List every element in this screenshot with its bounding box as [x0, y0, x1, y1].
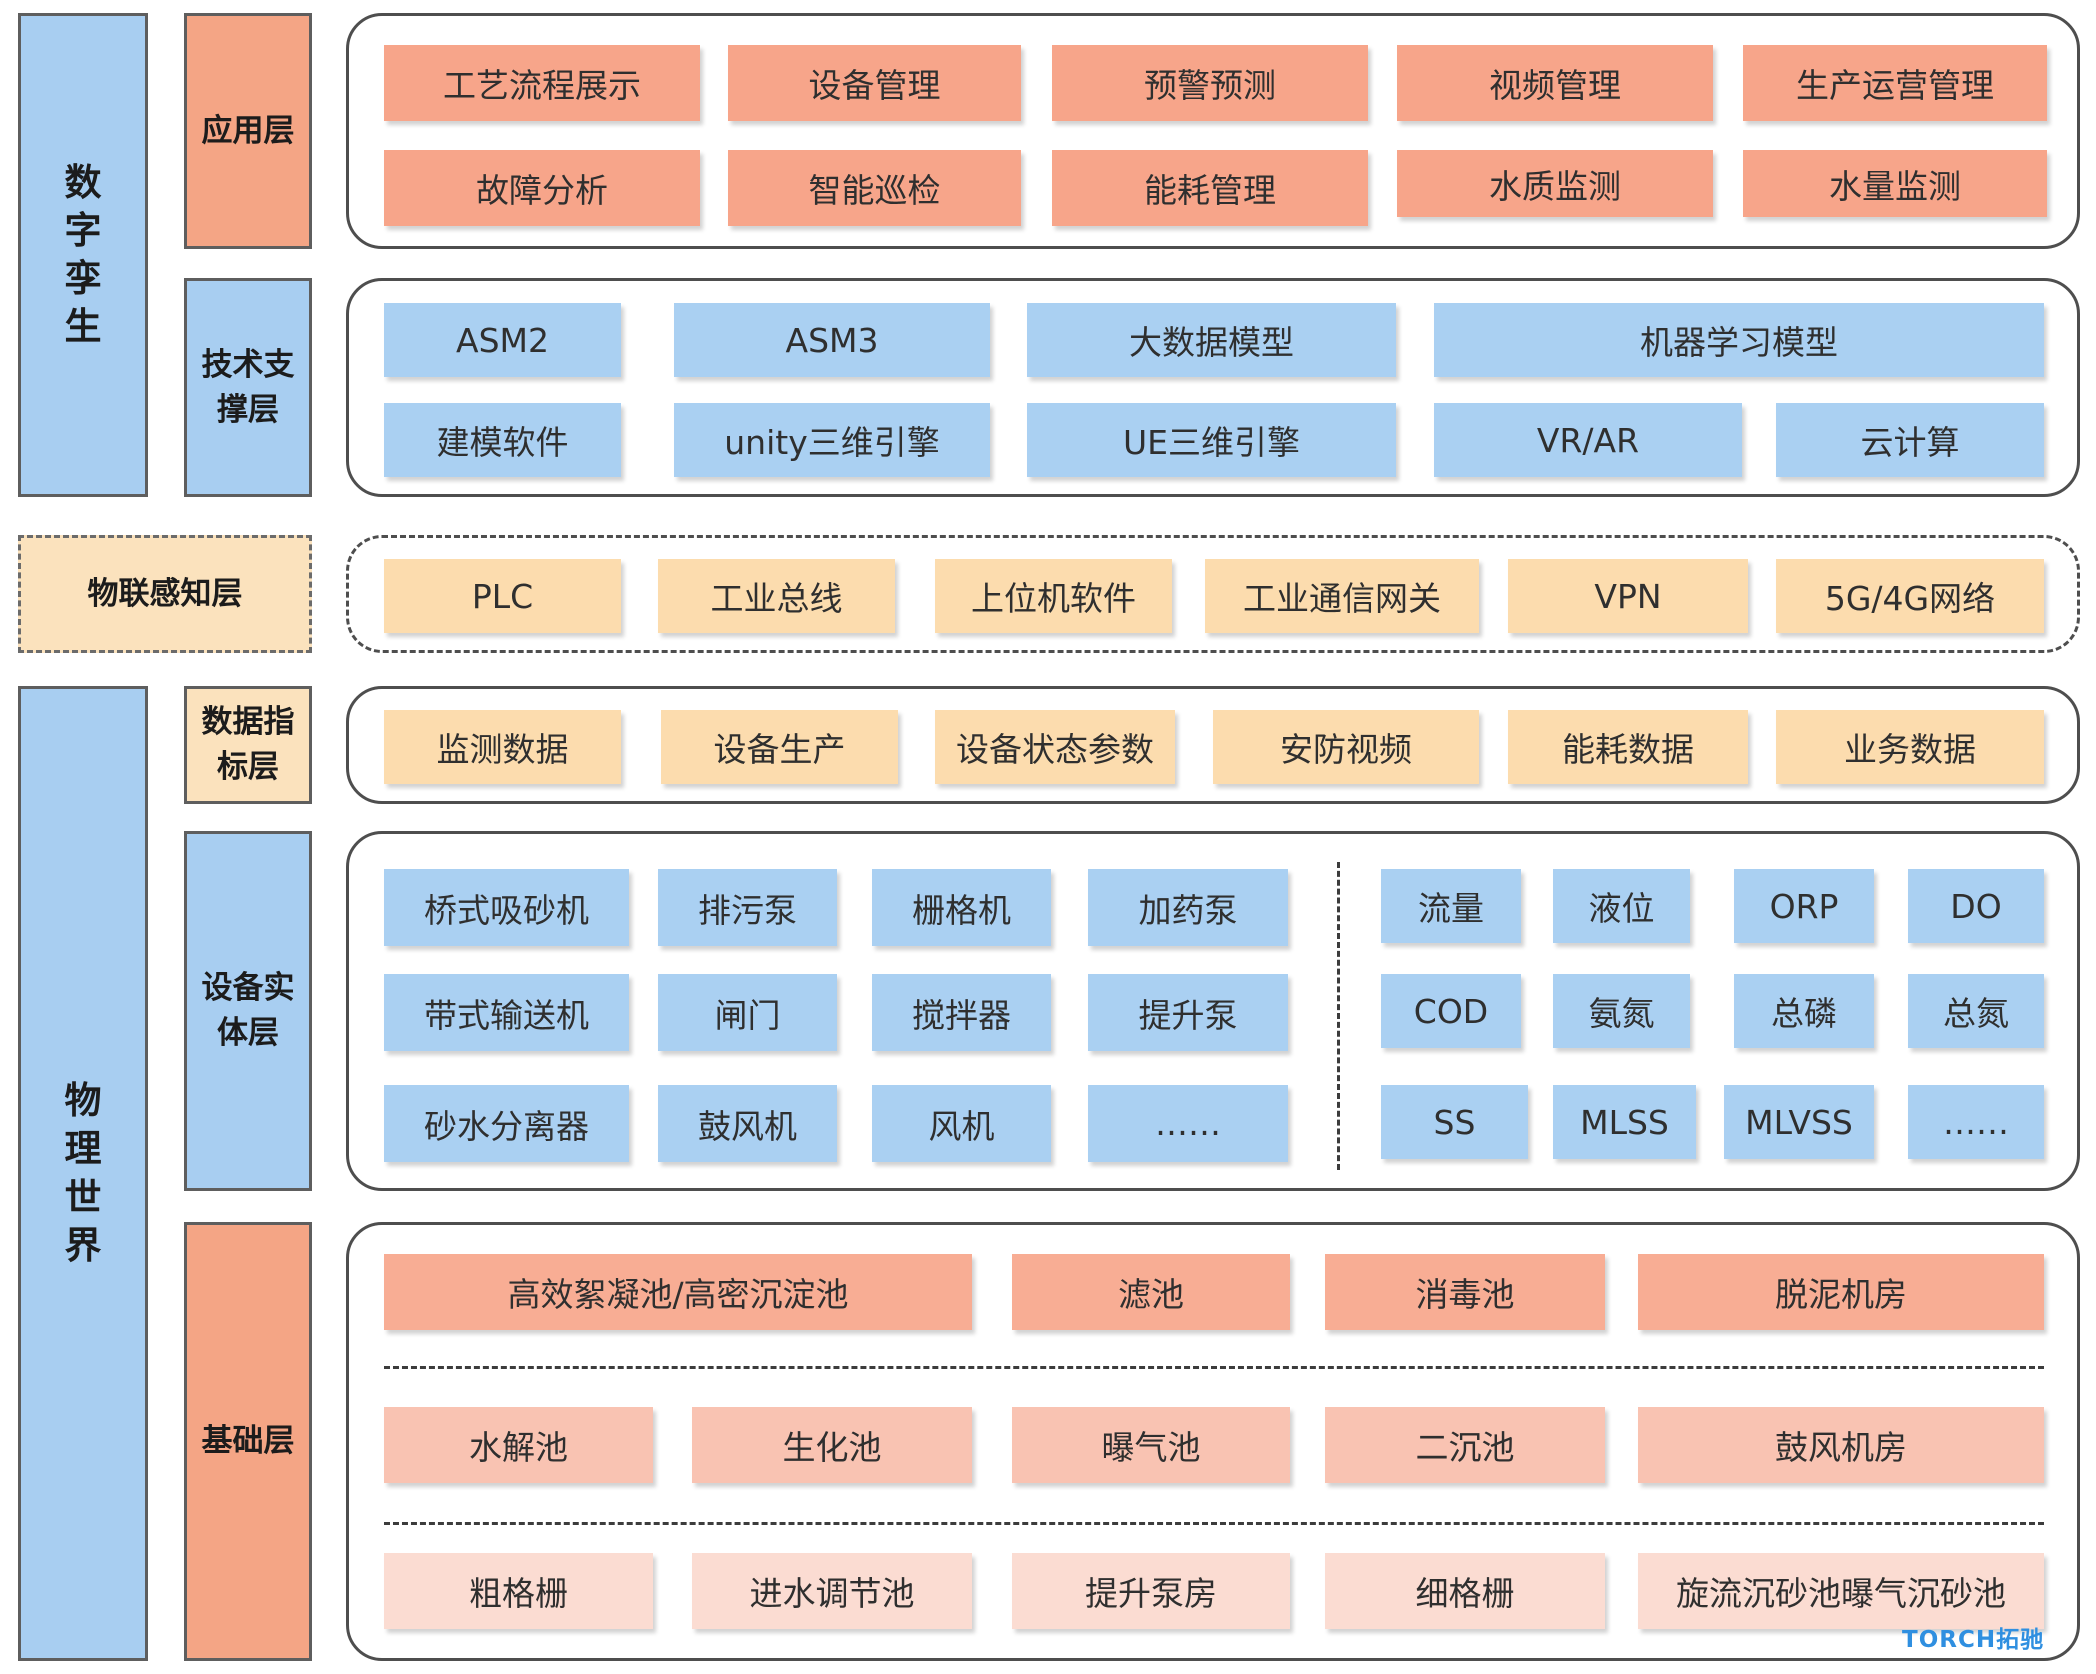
tech-cell: 大数据模型: [1027, 303, 1396, 377]
digital-twin-label: 数 字 孪 生: [18, 13, 148, 497]
app-cell: 生产运营管理: [1743, 45, 2047, 121]
base-cell: 鼓风机房: [1638, 1407, 2044, 1483]
tech-cell: ASM3: [674, 303, 990, 377]
device-cell: ……: [1908, 1085, 2044, 1159]
device-cell: 鼓风机: [658, 1085, 837, 1162]
data-cell: 设备状态参数: [935, 710, 1175, 784]
tech-cell: ASM2: [384, 303, 621, 377]
device-cell: 总氮: [1908, 974, 2044, 1048]
device-cell: 流量: [1381, 869, 1521, 943]
device-cell: 带式输送机: [384, 974, 629, 1051]
iot-cell: 工业总线: [658, 559, 895, 633]
data-cell: 能耗数据: [1508, 710, 1748, 784]
device-cell: 搅拌器: [872, 974, 1051, 1051]
tech-cell: VR/AR: [1434, 403, 1742, 477]
base-cell: 进水调节池: [692, 1553, 972, 1629]
iot-layer-label: 物联感知层: [18, 535, 312, 653]
iot-cell: PLC: [384, 559, 621, 633]
device-cell: DO: [1908, 869, 2044, 943]
base-cell: 粗格栅: [384, 1553, 653, 1629]
base-cell: 水解池: [384, 1407, 653, 1483]
torch-logo: TORCH拓驰: [1902, 1627, 2045, 1653]
iot-cell: 5G/4G网络: [1776, 559, 2044, 633]
app-layer-label: 应用层: [184, 13, 312, 249]
device-divider: [1337, 862, 1340, 1170]
tech-cell: 云计算: [1776, 403, 2044, 477]
base-cell: 脱泥机房: [1638, 1254, 2044, 1330]
device-cell: 栅格机: [872, 869, 1051, 946]
base-cell: 提升泵房: [1012, 1553, 1290, 1629]
data-cell: 监测数据: [384, 710, 621, 784]
device-cell: COD: [1381, 974, 1521, 1048]
device-cell: 液位: [1553, 869, 1690, 943]
physical-world-label: 物 理 世 界: [18, 686, 148, 1661]
tech-cell: unity三维引擎: [674, 403, 990, 477]
device-cell: ORP: [1734, 869, 1874, 943]
device-cell: 加药泵: [1088, 869, 1288, 946]
base-layer-label: 基础层: [184, 1222, 312, 1661]
base-cell: 高效絮凝池/高密沉淀池: [384, 1254, 972, 1330]
tech-cell: UE三维引擎: [1027, 403, 1396, 477]
app-cell: 预警预测: [1052, 45, 1368, 121]
device-layer-label: 设备实 体层: [184, 831, 312, 1191]
device-cell: SS: [1381, 1085, 1528, 1159]
tech-cell: 机器学习模型: [1434, 303, 2044, 377]
iot-cell: VPN: [1508, 559, 1748, 633]
base-cell: 二沉池: [1325, 1407, 1605, 1483]
base-cell: 曝气池: [1012, 1407, 1290, 1483]
iot-cell: 上位机软件: [935, 559, 1172, 633]
app-cell: 设备管理: [728, 45, 1021, 121]
app-cell: 工艺流程展示: [384, 45, 700, 121]
device-cell: 排污泵: [658, 869, 837, 946]
data-cell: 业务数据: [1776, 710, 2044, 784]
device-cell: 闸门: [658, 974, 837, 1051]
app-cell: 智能巡检: [728, 150, 1021, 226]
tech-cell: 建模软件: [384, 403, 621, 477]
base-divider: [384, 1366, 2044, 1369]
device-cell: 总磷: [1734, 974, 1874, 1048]
base-cell: 细格栅: [1325, 1553, 1605, 1629]
app-cell: 视频管理: [1397, 45, 1713, 121]
device-cell: ……: [1088, 1085, 1288, 1162]
device-cell: 氨氮: [1553, 974, 1690, 1048]
device-cell: 砂水分离器: [384, 1085, 629, 1162]
base-cell: 消毒池: [1325, 1254, 1605, 1330]
base-divider: [384, 1522, 2044, 1525]
data-cell: 设备生产: [661, 710, 898, 784]
device-cell: MLSS: [1553, 1085, 1696, 1159]
app-cell: 能耗管理: [1052, 150, 1368, 226]
app-cell: 水量监测: [1743, 150, 2047, 217]
device-cell: 风机: [872, 1085, 1051, 1162]
data-cell: 安防视频: [1213, 710, 1479, 784]
device-cell: 提升泵: [1088, 974, 1288, 1051]
iot-cell: 工业通信网关: [1205, 559, 1479, 633]
data-layer-label: 数据指 标层: [184, 686, 312, 804]
app-cell: 水质监测: [1397, 150, 1713, 217]
tech-layer-label: 技术支 撑层: [184, 278, 312, 497]
base-cell: 滤池: [1012, 1254, 1290, 1330]
base-cell: 生化池: [692, 1407, 972, 1483]
base-cell: 旋流沉砂池曝气沉砂池: [1638, 1553, 2044, 1629]
device-cell: MLVSS: [1724, 1085, 1874, 1159]
device-cell: 桥式吸砂机: [384, 869, 629, 946]
app-cell: 故障分析: [384, 150, 700, 226]
